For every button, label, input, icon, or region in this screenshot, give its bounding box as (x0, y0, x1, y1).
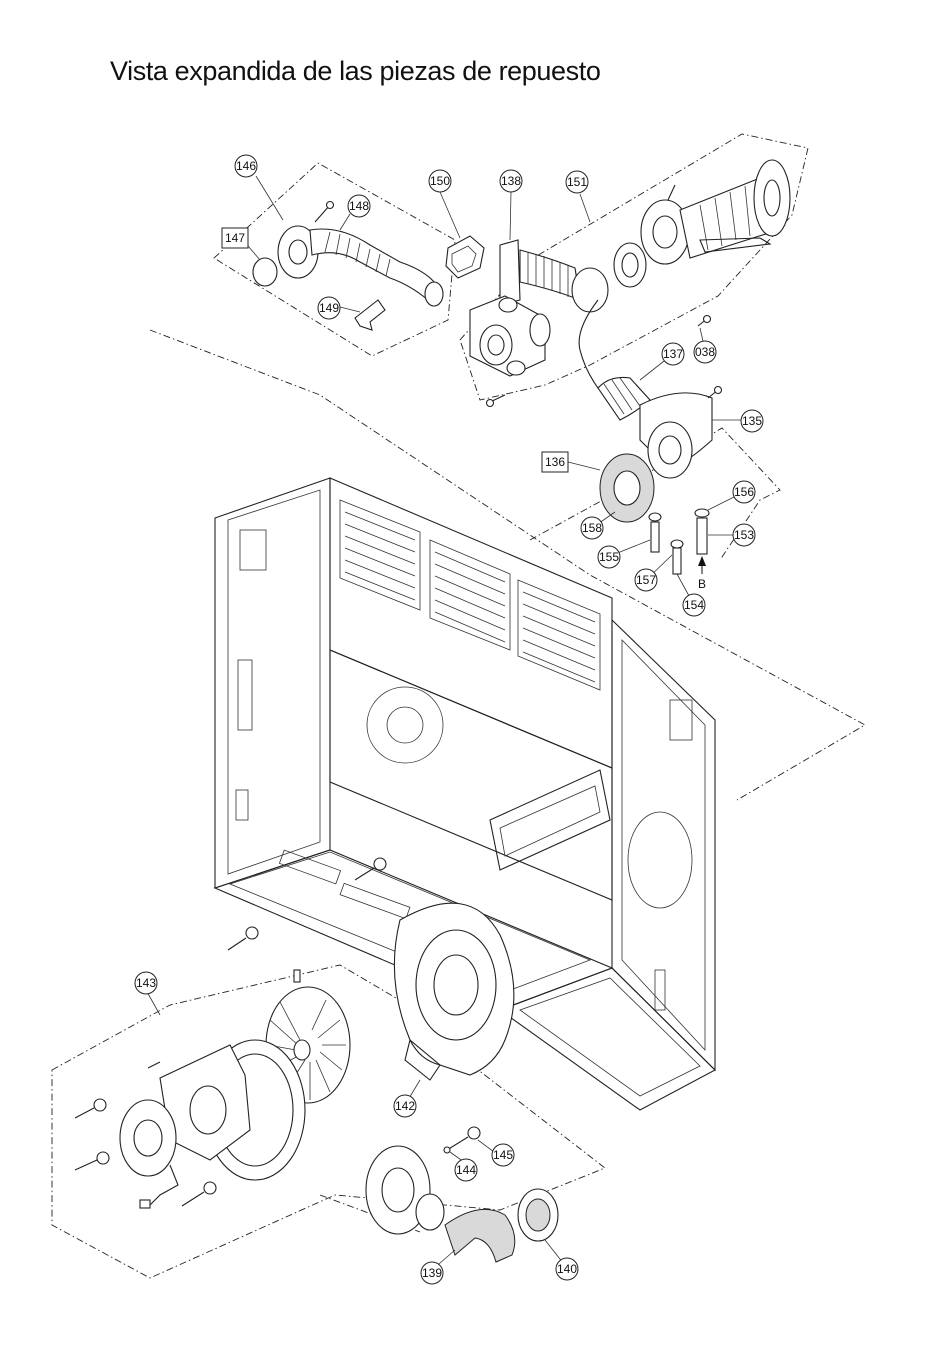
callout-154: 154 (683, 594, 705, 616)
svg-text:144: 144 (456, 1163, 476, 1177)
callout-157: 157 (635, 569, 657, 591)
callout-158: 158 (581, 517, 603, 539)
callout-147: 147 (222, 228, 248, 248)
svg-text:135: 135 (742, 414, 762, 428)
callout-144: 144 (455, 1159, 477, 1181)
svg-text:146: 146 (236, 159, 256, 173)
callout-153: 153 (733, 524, 755, 546)
callout-137: 137 (662, 343, 684, 365)
callout-142: 142 (394, 1095, 416, 1117)
svg-text:137: 137 (663, 347, 683, 361)
callout-145: 145 (492, 1144, 514, 1166)
svg-text:150: 150 (430, 174, 450, 188)
svg-text:038: 038 (695, 345, 715, 359)
svg-text:151: 151 (567, 175, 587, 189)
callout-138: 138 (500, 170, 522, 192)
svg-text:B: B (698, 577, 706, 591)
svg-text:149: 149 (319, 301, 339, 315)
svg-text:147: 147 (225, 231, 245, 245)
callout-156: 156 (733, 481, 755, 503)
svg-text:145: 145 (493, 1148, 513, 1162)
callout-146: 146 (235, 155, 257, 177)
label-b: B (698, 577, 706, 591)
callout-139: 139 (421, 1262, 443, 1284)
svg-text:148: 148 (349, 199, 369, 213)
svg-text:139: 139 (422, 1266, 442, 1280)
svg-text:140: 140 (557, 1262, 577, 1276)
svg-text:156: 156 (734, 485, 754, 499)
svg-text:138: 138 (501, 174, 521, 188)
callout-140: 140 (556, 1258, 578, 1280)
callout-148: 148 (348, 195, 370, 217)
svg-text:155: 155 (599, 550, 619, 564)
callout-151: 151 (566, 171, 588, 193)
svg-text:157: 157 (636, 573, 656, 587)
svg-text:154: 154 (684, 598, 704, 612)
callout-150: 150 (429, 170, 451, 192)
callout-155: 155 (598, 546, 620, 568)
callout-038: 038 (694, 341, 716, 363)
svg-text:142: 142 (395, 1099, 415, 1113)
svg-text:158: 158 (582, 521, 602, 535)
bottom-parts (75, 858, 558, 1262)
callout-149: 149 (318, 297, 340, 319)
callout-136: 136 (542, 452, 568, 472)
top-parts (253, 160, 790, 574)
callout-143: 143 (135, 972, 157, 994)
svg-text:136: 136 (545, 455, 565, 469)
svg-text:143: 143 (136, 976, 156, 990)
svg-text:153: 153 (734, 528, 754, 542)
callout-135: 135 (741, 410, 763, 432)
